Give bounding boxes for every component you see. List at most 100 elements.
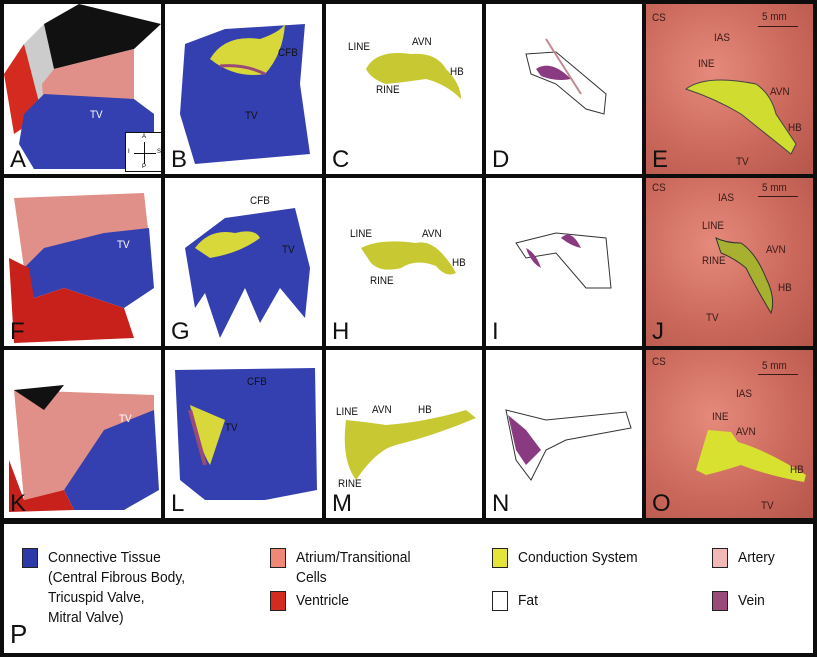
legend-item-atrium: Atrium/Transitional Cells [270, 548, 420, 588]
label-tv: TV [119, 413, 132, 425]
panel-letter: F [10, 318, 25, 345]
swatch [712, 548, 728, 568]
3d-model-tissue [175, 368, 317, 500]
label-ine: INE [698, 58, 715, 70]
label-avn: AVN [372, 404, 392, 416]
label-line: LINE [336, 406, 359, 418]
scale-bar [758, 374, 798, 375]
scale-bar-label: 5 mm [762, 360, 787, 372]
panel-j: CS 5 mm IAS LINE AVN RINE HB TV J [646, 178, 813, 346]
label-hb: HB [450, 66, 464, 78]
label-avn: AVN [412, 36, 432, 48]
legend-panel: Connective Tissue (Central Fibrous Body,… [4, 524, 813, 653]
panel-c: LINE AVN HB RINE C [326, 4, 482, 174]
label-ias: IAS [714, 32, 730, 44]
label-rine: RINE [376, 84, 400, 96]
label-avn: AVN [736, 426, 756, 438]
label-cfb: CFB [247, 376, 267, 388]
swatch [492, 548, 508, 568]
fat-vein-outline [505, 409, 632, 481]
panel-n: N [486, 350, 642, 518]
panel-letter: P [10, 619, 28, 649]
3d-model-tissue [9, 193, 154, 343]
panel-letter: L [171, 490, 185, 517]
fat-vein-outline [515, 232, 612, 289]
panel-m: LINE AVN HB RINE M [326, 350, 482, 518]
panel-e: CS 5 mm IAS INE AVN HB TV E [646, 4, 813, 174]
swatch [22, 548, 38, 568]
legend-item-conduction-system: Conduction System [492, 548, 648, 568]
panel-letter: G [171, 318, 190, 345]
label-tv: TV [736, 156, 749, 168]
label-line: LINE [702, 220, 725, 232]
panel-letter: I [492, 318, 499, 345]
conduction-overlay [715, 237, 774, 315]
label-cfb: CFB [250, 195, 270, 207]
label-cfb: CFB [278, 47, 298, 59]
fat-vein-outline [525, 38, 607, 115]
swatch [270, 548, 286, 568]
panel-letter: N [492, 490, 510, 517]
panel-letter: D [492, 146, 510, 173]
panel-i: I [486, 178, 642, 346]
legend-item-artery: Artery [712, 548, 778, 568]
label-hb: HB [418, 404, 432, 416]
legend-item-vein: Vein [712, 591, 767, 611]
label-tv: TV [706, 312, 719, 324]
scale-bar [758, 196, 798, 197]
panel-h: LINE AVN HB RINE H [326, 178, 482, 346]
panel-a: TV A P I S A [4, 4, 161, 174]
label-tv: TV [761, 500, 774, 512]
label-hb: HB [788, 122, 802, 134]
legend-item-fat: Fat [492, 591, 540, 611]
panel-letter: H [332, 318, 350, 345]
label-tv: TV [90, 109, 103, 121]
label-tv: TV [282, 244, 295, 256]
swatch [270, 591, 286, 611]
panel-letter: M [332, 490, 352, 517]
3d-model-tissue [4, 4, 161, 169]
scale-bar-label: 5 mm [762, 11, 787, 23]
conduction-system-model [344, 410, 476, 480]
panel-f: TV F [4, 178, 161, 346]
label-rine: RINE [702, 255, 726, 267]
label-hb: HB [452, 257, 466, 269]
label-avn: AVN [422, 228, 442, 240]
scale-bar [758, 26, 798, 27]
conduction-overlay [684, 79, 797, 155]
legend-item-connective-tissue: Connective Tissue (Central Fibrous Body,… [22, 548, 197, 628]
conduction-system-model [366, 53, 461, 99]
3d-model-tissue [180, 24, 310, 164]
label-ias: IAS [718, 192, 734, 204]
panel-b: CFB TV B [165, 4, 322, 174]
label-hb: HB [778, 282, 792, 294]
label-ias: IAS [736, 388, 752, 400]
panel-k: TV K [4, 350, 161, 518]
swatch [712, 591, 728, 611]
scale-bar-label: 5 mm [762, 182, 787, 194]
swatch [492, 591, 508, 611]
orientation-compass: A P I S [125, 132, 161, 172]
3d-model-tissue [185, 208, 310, 338]
label-line: LINE [348, 41, 371, 53]
panel-l: CFB TV L [165, 350, 322, 518]
panel-g: CFB TV G [165, 178, 322, 346]
label-avn: AVN [770, 86, 790, 98]
label-cs: CS [652, 182, 666, 194]
label-hb: HB [790, 464, 804, 476]
panel-letter: B [171, 146, 188, 173]
label-line: LINE [350, 228, 373, 240]
panel-o: CS 5 mm IAS INE AVN HB TV O [646, 350, 813, 518]
legend-item-ventricle: Ventricle [270, 591, 354, 611]
label-cs: CS [652, 12, 666, 24]
label-ine: INE [712, 411, 729, 423]
label-tv: TV [225, 422, 238, 434]
panel-d: D [486, 4, 642, 174]
label-rine: RINE [338, 478, 362, 490]
label-tv: TV [117, 239, 130, 251]
label-rine: RINE [370, 275, 394, 287]
conduction-system-model [361, 241, 456, 275]
conduction-overlay [696, 430, 806, 482]
panel-letter: C [332, 146, 350, 173]
label-cs: CS [652, 356, 666, 368]
